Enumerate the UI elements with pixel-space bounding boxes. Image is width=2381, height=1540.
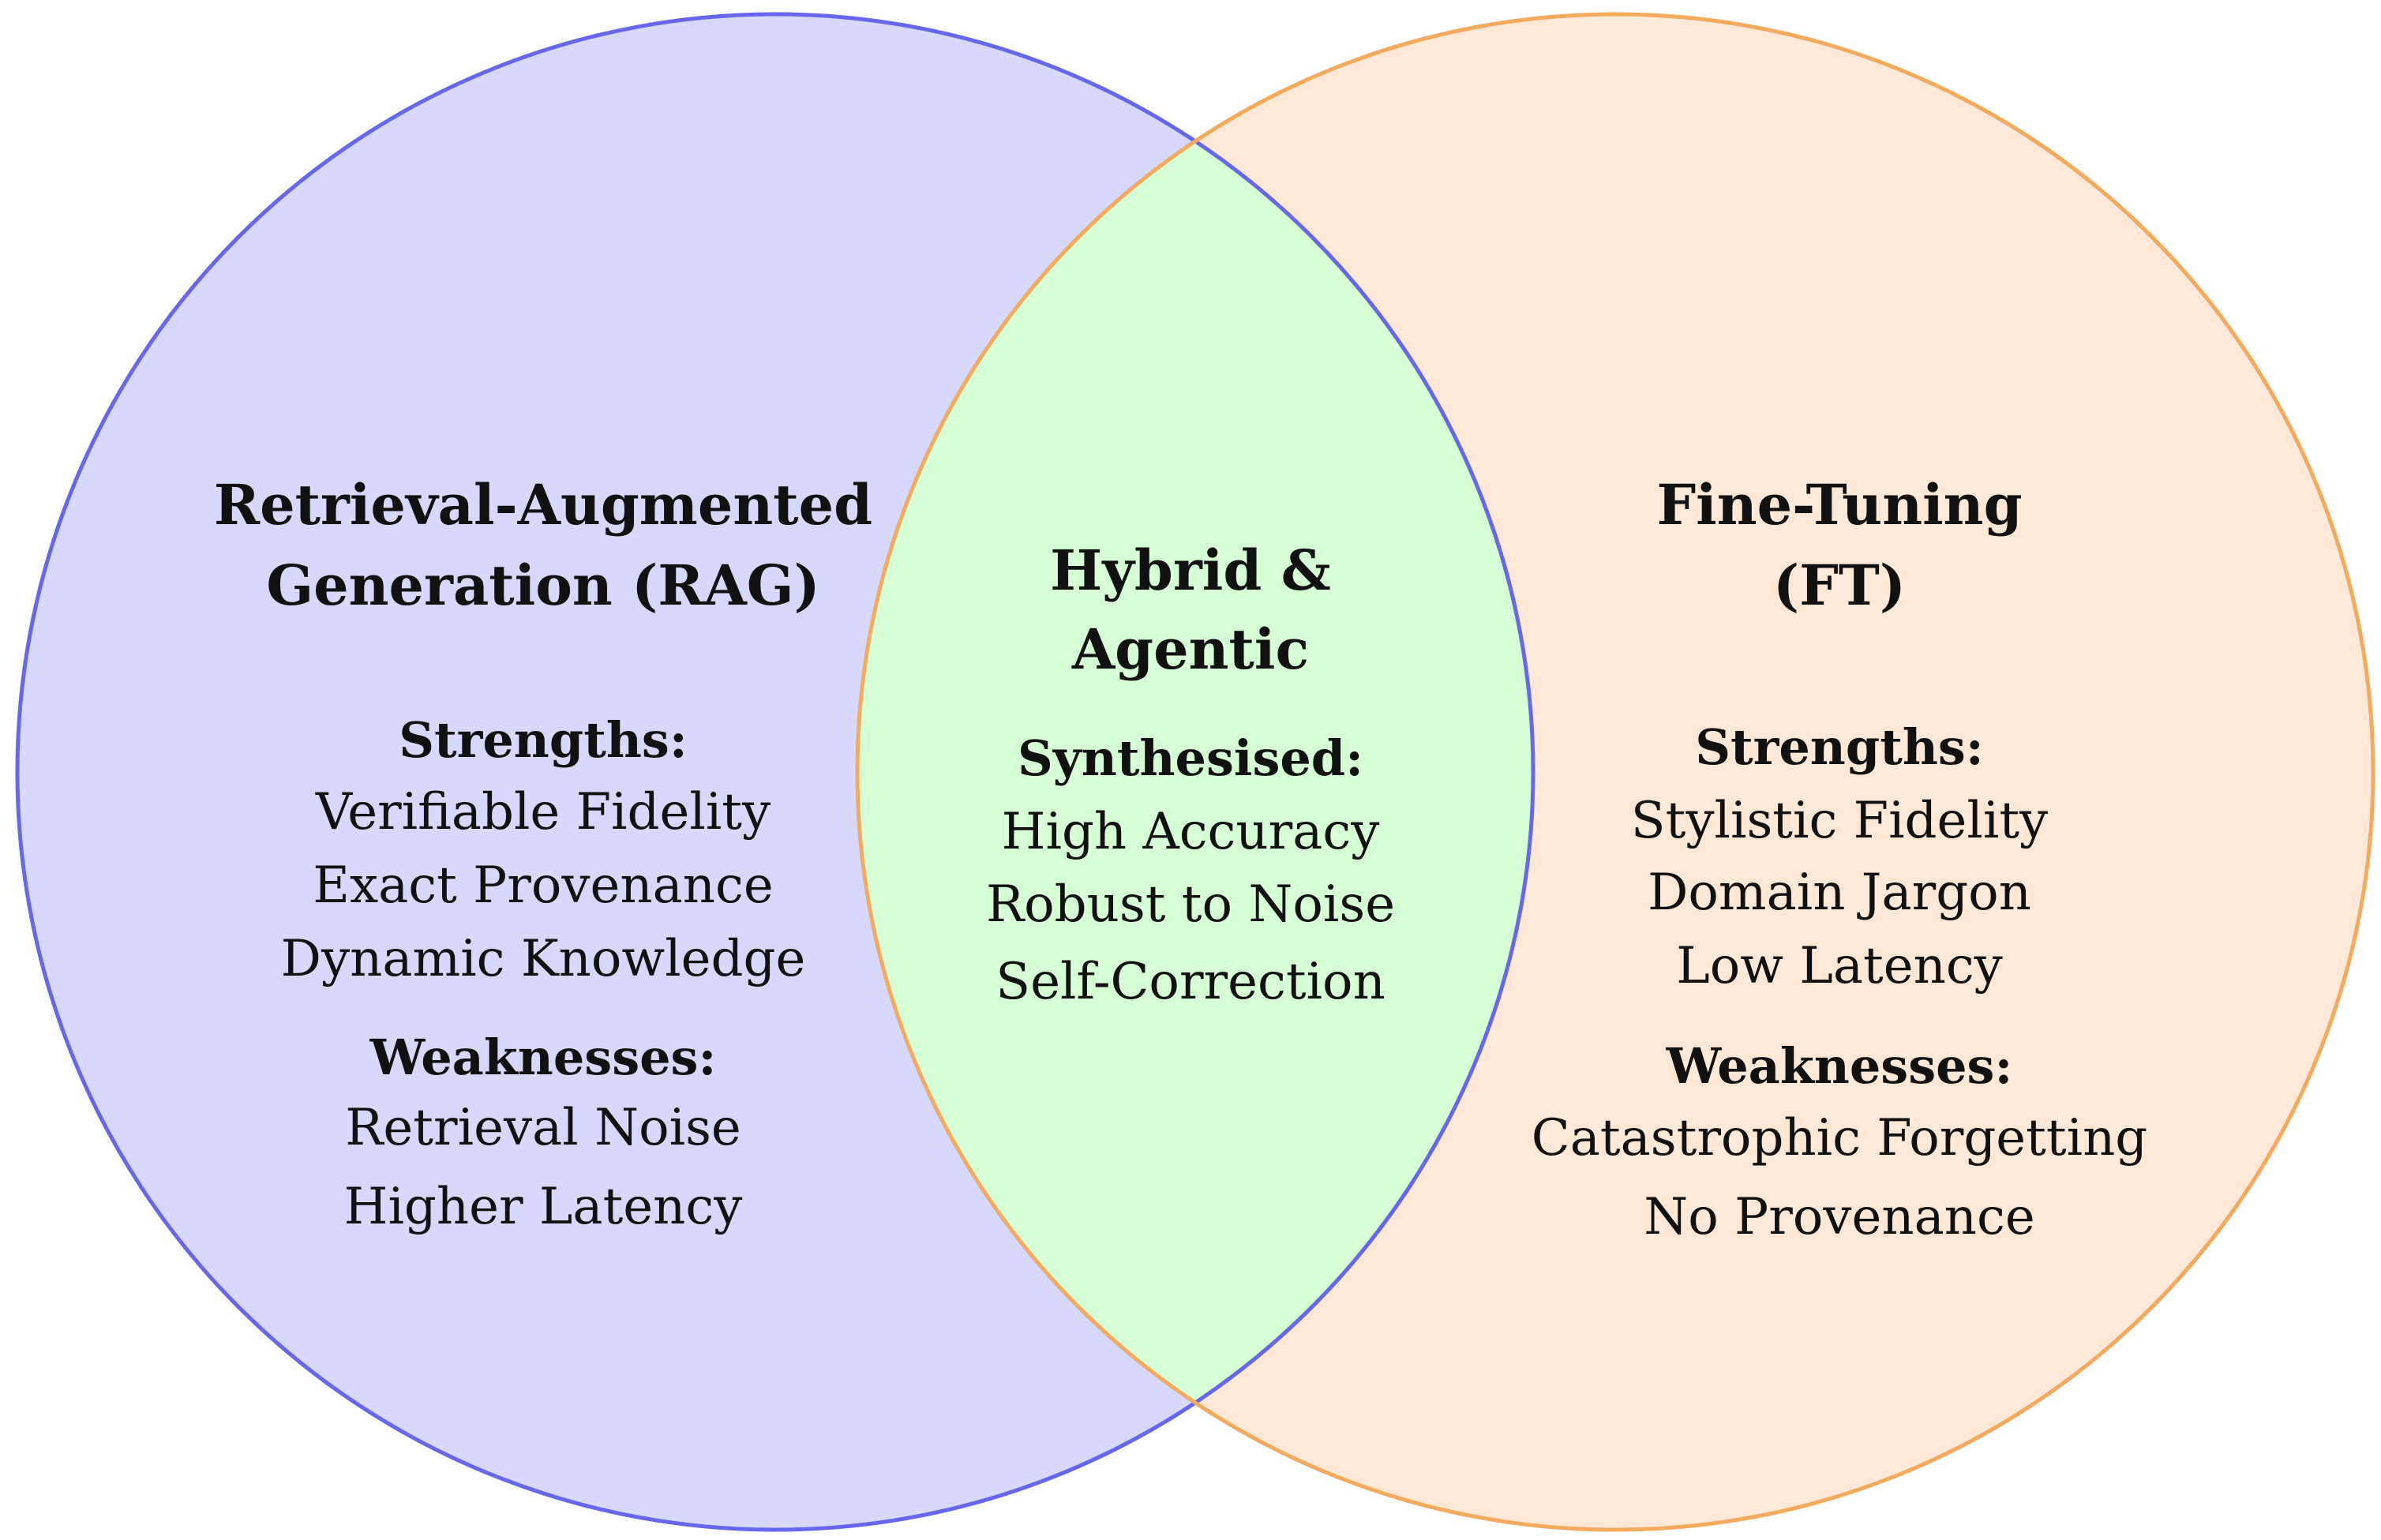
ft-title-line2: (FT) [1773, 553, 1906, 618]
hybrid-item: Robust to Noise [986, 875, 1395, 934]
ft-title-line1: Fine-Tuning [1656, 472, 2022, 538]
ft-strength-item: Low Latency [1676, 937, 2003, 995]
rag-text-group: Retrieval-Augmented Generation (RAG) Str… [214, 472, 872, 1236]
ft-circle-outline [855, 12, 2375, 1532]
rag-strength-item: Exact Provenance [313, 856, 773, 915]
ft-weakness-item: No Provenance [1644, 1188, 2034, 1246]
rag-title-line2: Generation (RAG) [266, 553, 819, 618]
hybrid-item: High Accuracy [1002, 803, 1380, 861]
rag-title-line1: Retrieval-Augmented [214, 472, 872, 538]
rag-weakness-item: Retrieval Noise [345, 1099, 741, 1157]
hybrid-text-group: Hybrid & Agentic Synthesised: High Accur… [986, 538, 1395, 1011]
rag-weaknesses-label: Weaknesses: [369, 1029, 717, 1086]
ft-strengths-label: Strengths: [1695, 718, 1983, 776]
ft-weaknesses-label: Weaknesses: [1666, 1037, 2013, 1095]
rag-strengths-label: Strengths: [399, 711, 687, 769]
ft-strength-item: Domain Jargon [1648, 864, 2031, 922]
ft-weakness-item: Catastrophic Forgetting [1532, 1109, 2148, 1167]
hybrid-item: Self-Correction [996, 953, 1385, 1011]
rag-strength-item: Dynamic Knowledge [281, 930, 806, 988]
ft-strength-item: Stylistic Fidelity [1631, 792, 2048, 850]
hybrid-synthesised-label: Synthesised: [1018, 729, 1363, 787]
rag-circle-outline [15, 12, 1535, 1532]
ft-text-group: Fine-Tuning (FT) Strengths: Stylistic Fi… [1532, 472, 2148, 1246]
rag-strength-item: Verifiable Fidelity [315, 783, 771, 841]
overlap-region [857, 14, 1533, 1530]
hybrid-title-line2: Agentic [1071, 616, 1309, 682]
rag-weakness-item: Higher Latency [344, 1178, 743, 1236]
hybrid-title-line1: Hybrid & [1050, 538, 1331, 603]
